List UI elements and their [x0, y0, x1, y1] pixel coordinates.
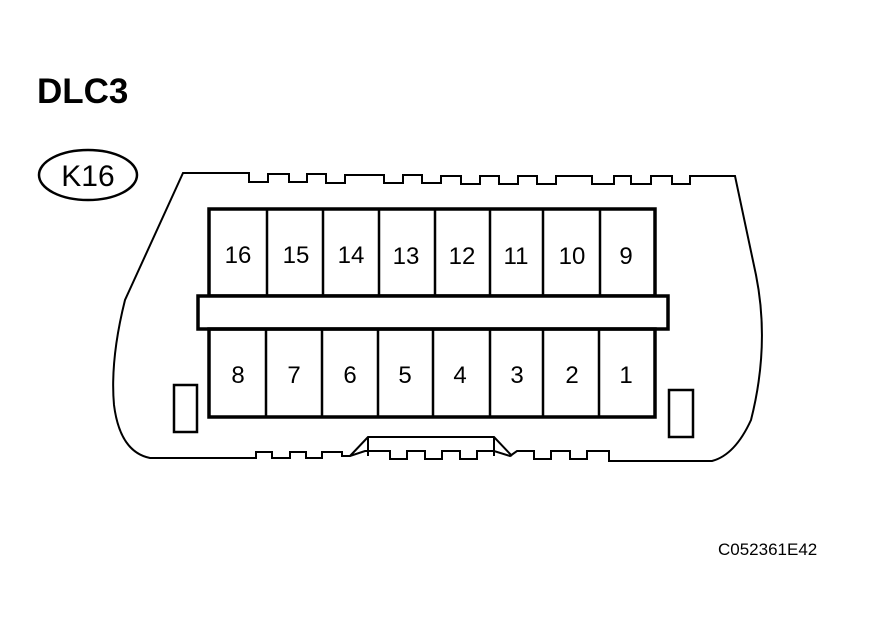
- pin-13: 13: [393, 243, 420, 270]
- pin-1: 1: [619, 362, 632, 389]
- pin-4: 4: [453, 362, 466, 389]
- pin-10: 10: [559, 243, 586, 270]
- pin-16: 16: [225, 242, 252, 269]
- connector-code-badge: K16: [37, 148, 139, 202]
- pin-14: 14: [338, 242, 365, 269]
- right-latch-slot: [667, 388, 695, 439]
- lower-pin-row: 8 7 6 5 4 3 2 1: [207, 327, 657, 419]
- diagram-title: DLC3: [37, 72, 129, 111]
- pin-6: 6: [343, 362, 356, 389]
- pin-3: 3: [510, 362, 523, 389]
- pin-9: 9: [619, 243, 632, 270]
- pin-2: 2: [565, 362, 578, 389]
- connector-code: K16: [61, 160, 114, 193]
- pin-11: 11: [504, 243, 529, 270]
- left-latch-slot: [172, 383, 199, 434]
- pin-7: 7: [287, 362, 300, 389]
- pin-12: 12: [449, 243, 476, 270]
- center-bar: [196, 294, 670, 331]
- pin-15: 15: [283, 242, 310, 269]
- connector-shell-outline: [112, 172, 763, 462]
- key-notch: [349, 436, 513, 457]
- figure-id: C052361E42: [718, 540, 818, 559]
- pin-5: 5: [398, 362, 411, 389]
- upper-pin-row: 16 15 14 13 12 11 10 9: [207, 207, 657, 298]
- pin-8: 8: [231, 362, 244, 389]
